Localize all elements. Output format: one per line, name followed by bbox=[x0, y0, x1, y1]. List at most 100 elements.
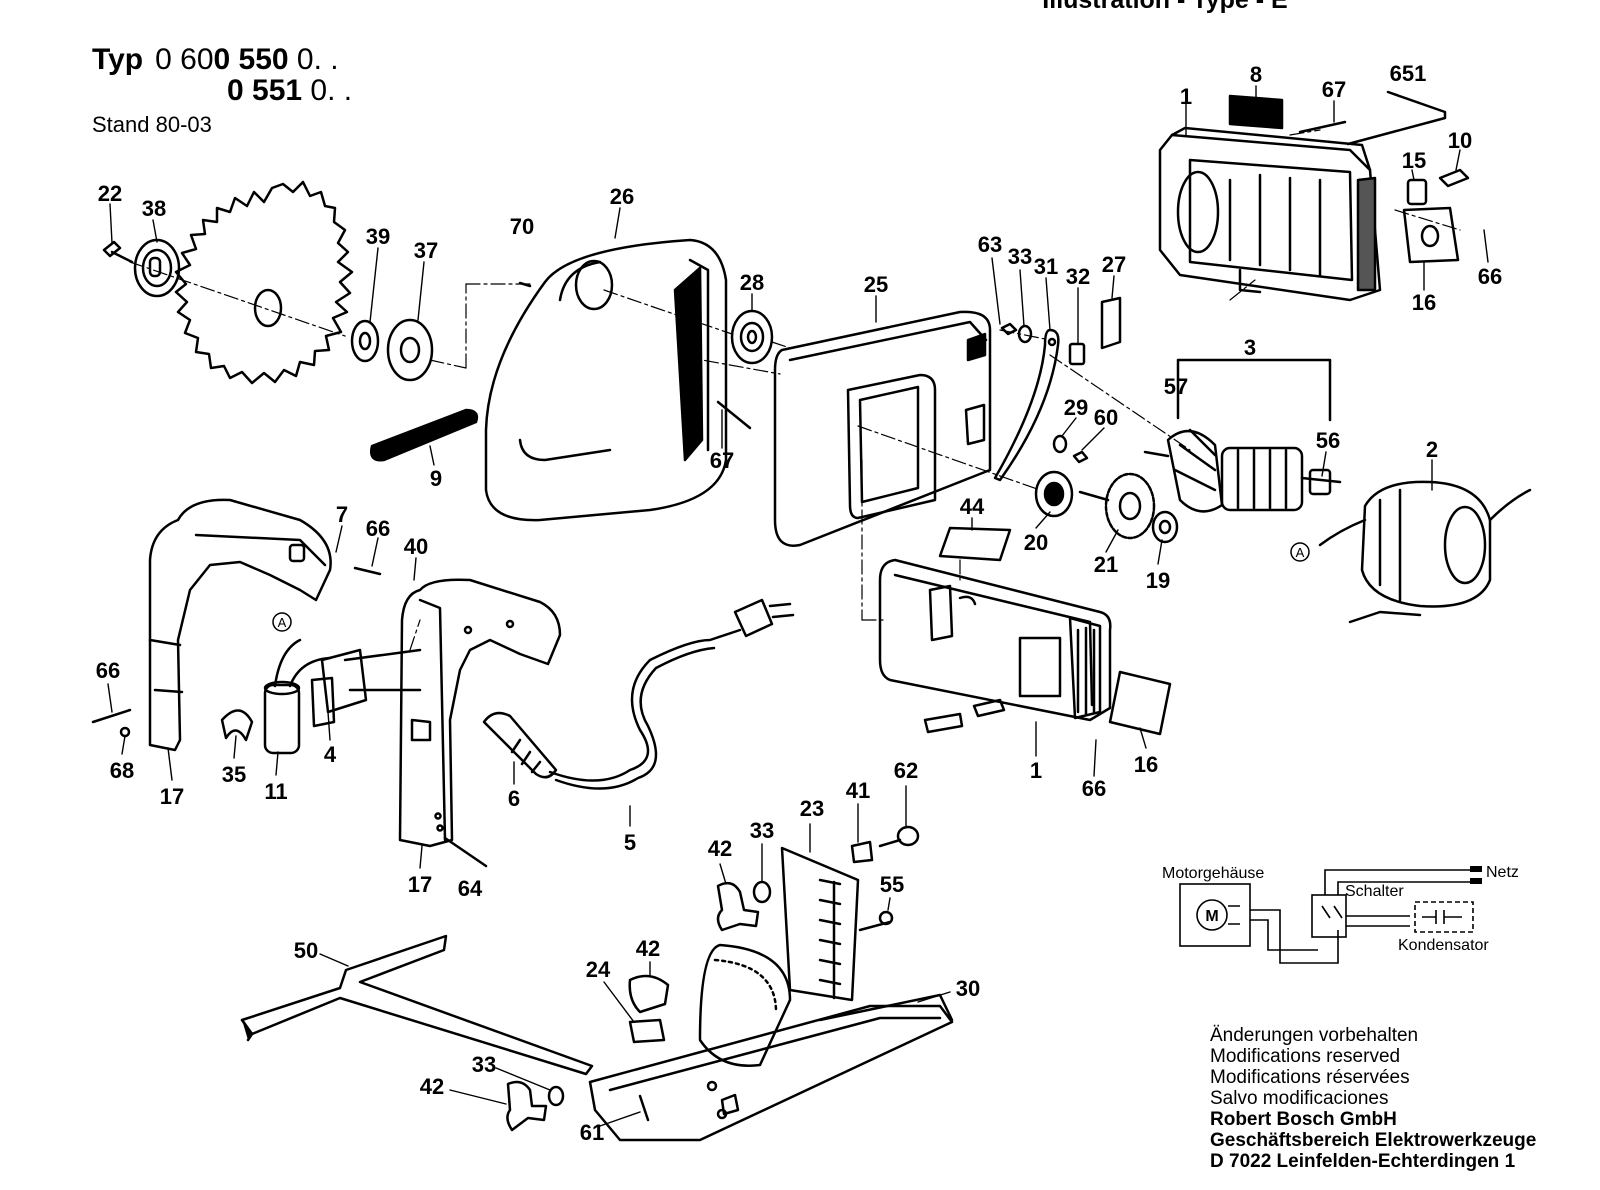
washers-drawing bbox=[350, 318, 434, 382]
base-plate-drawing bbox=[588, 943, 954, 1142]
callout-25: 25 bbox=[864, 272, 888, 297]
guard-lever-drawing bbox=[993, 296, 1122, 482]
callout-60: 60 bbox=[1094, 405, 1118, 430]
hex-key-drawing bbox=[1298, 90, 1447, 146]
callout-27: 27 bbox=[1102, 252, 1126, 277]
callout-66-left: 66 bbox=[96, 658, 120, 683]
callout-16-front: 16 bbox=[1134, 752, 1158, 777]
capacitor-drawing bbox=[263, 638, 332, 755]
wiring-diagram: Motorgehäuse M Schalter Kondensator Netz bbox=[1162, 864, 1519, 964]
callout-67-guard: 67 bbox=[710, 448, 734, 473]
callout-19: 19 bbox=[1146, 568, 1170, 593]
footer-note-de: Änderungen vorbehalten bbox=[1210, 1025, 1419, 1046]
pin-67-drawing bbox=[716, 400, 752, 430]
callout-17-right: 17 bbox=[408, 872, 432, 897]
callout-38: 38 bbox=[142, 196, 166, 221]
callout-1-front: 1 bbox=[1030, 758, 1042, 783]
footer-note-es: Salvo modificaciones bbox=[1210, 1088, 1389, 1109]
callout-67-top: 67 bbox=[1322, 77, 1346, 102]
callout-39: 39 bbox=[366, 224, 390, 249]
motor-housing-front-drawing bbox=[878, 558, 1112, 734]
armature-drawing bbox=[1143, 358, 1342, 513]
switch-drawing bbox=[310, 648, 422, 728]
footer-note-fr: Modifications réservées bbox=[1210, 1067, 1410, 1088]
mains-cable-drawing bbox=[548, 598, 795, 790]
callout-5: 5 bbox=[624, 830, 636, 855]
type-row-2: 0 551 0. . bbox=[92, 75, 352, 106]
callout-33-base: 33 bbox=[472, 1052, 496, 1077]
type-number-1: 0 600 550 0. . bbox=[155, 43, 339, 76]
spring-drawing bbox=[730, 309, 774, 365]
footer: Änderungen vorbehalten Modifications res… bbox=[1210, 1025, 1536, 1172]
connection-markers: A A bbox=[272, 542, 1310, 632]
callout-35: 35 bbox=[222, 762, 246, 787]
footer-note-en: Modifications reserved bbox=[1210, 1046, 1401, 1067]
footer-division: Geschäftsbereich Elektrowerkzeuge bbox=[1210, 1130, 1537, 1151]
wiring-label-mains: Netz bbox=[1486, 864, 1519, 881]
stator-drawing bbox=[1318, 480, 1532, 624]
callout-66-handle: 66 bbox=[366, 516, 390, 541]
handle-half-left-drawing bbox=[148, 498, 332, 752]
callout-33-lever: 33 bbox=[1008, 244, 1032, 269]
callout-10: 10 bbox=[1448, 128, 1472, 153]
callout-30: 30 bbox=[956, 976, 980, 1001]
callout-16-top: 16 bbox=[1412, 290, 1436, 315]
callout-56: 56 bbox=[1316, 428, 1340, 453]
screws-left-drawing bbox=[91, 566, 488, 868]
cable-sleeve-drawing bbox=[482, 711, 558, 779]
callout-63: 63 bbox=[978, 232, 1002, 257]
type-number-1-bold: 0 550 bbox=[213, 43, 289, 76]
callout-15: 15 bbox=[1402, 148, 1426, 173]
motor-housing-top-drawing bbox=[1158, 126, 1382, 302]
typ-label: Typ bbox=[92, 43, 144, 76]
brush-cover-drawing bbox=[1108, 670, 1172, 736]
callout-11: 11 bbox=[264, 779, 287, 804]
callout-70: 70 bbox=[510, 214, 534, 239]
leader-lines bbox=[107, 85, 1489, 1127]
clip-35-drawing bbox=[220, 709, 254, 742]
callout-651: 651 bbox=[1390, 61, 1427, 86]
callout-50: 50 bbox=[294, 938, 318, 963]
callout-68: 68 bbox=[110, 758, 134, 783]
callout-44: 44 bbox=[960, 494, 985, 519]
handle-half-right-drawing bbox=[398, 578, 562, 848]
callout-4: 4 bbox=[324, 742, 337, 767]
callout-66-top: 66 bbox=[1478, 264, 1502, 289]
callout-42-scale: 42 bbox=[708, 836, 732, 861]
footer-company: Robert Bosch GmbH bbox=[1210, 1109, 1397, 1130]
type-number-2: 0 551 0. . bbox=[227, 74, 352, 107]
wiring-label-switch: Schalter bbox=[1345, 883, 1404, 900]
bolt-and-flange-drawing bbox=[102, 238, 181, 298]
footer-address: D 7022 Leinfelden-Echterdingen 1 bbox=[1210, 1151, 1516, 1172]
wiring-motor-symbol: M bbox=[1205, 908, 1218, 925]
callout-55: 55 bbox=[880, 872, 904, 897]
marker-a-right: A bbox=[1296, 545, 1305, 560]
blade-guard-drawing bbox=[484, 238, 728, 522]
type-number-1-prefix: 0 60 bbox=[155, 43, 214, 76]
callout-57: 57 bbox=[1164, 374, 1188, 399]
callout-23: 23 bbox=[800, 796, 824, 821]
gear-assembly-drawing bbox=[1034, 470, 1179, 544]
callout-26: 26 bbox=[610, 184, 634, 209]
callout-42-base: 42 bbox=[636, 936, 660, 961]
callout-21: 21 bbox=[1094, 552, 1118, 577]
type-row-1: Typ 0 600 550 0. . bbox=[92, 44, 352, 75]
callout-numbers: 22 38 39 37 70 26 28 25 9 67 63 33 31 32… bbox=[96, 61, 1502, 1145]
callout-61: 61 bbox=[580, 1120, 604, 1145]
callout-33-scale: 33 bbox=[750, 818, 774, 843]
callout-3: 3 bbox=[1244, 335, 1256, 360]
callout-62: 62 bbox=[894, 758, 918, 783]
callout-1-top: 1 bbox=[1180, 84, 1192, 109]
brush-holders-drawing bbox=[1402, 168, 1470, 264]
wing-nuts-drawing bbox=[506, 825, 920, 1132]
insulation-sheet-44-drawing bbox=[938, 526, 1012, 562]
callout-8: 8 bbox=[1250, 62, 1262, 87]
callout-31: 31 bbox=[1034, 254, 1058, 279]
rating-plate-drawing bbox=[370, 408, 479, 462]
callout-66-front: 66 bbox=[1082, 776, 1106, 801]
wiring-label-capacitor: Kondensator bbox=[1398, 937, 1489, 954]
callout-22: 22 bbox=[98, 181, 122, 206]
callout-6: 6 bbox=[508, 786, 520, 811]
